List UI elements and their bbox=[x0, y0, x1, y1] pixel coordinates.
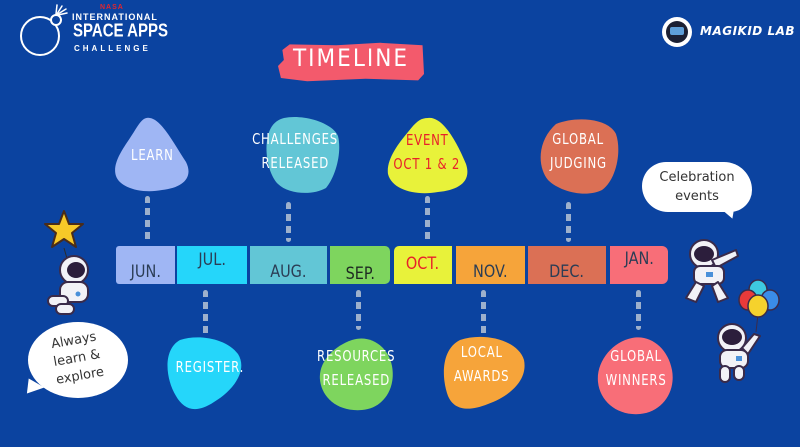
nasa-label: NASA bbox=[100, 4, 124, 11]
connector-oct bbox=[425, 196, 430, 242]
connector-jul bbox=[203, 290, 208, 336]
month-aug: AUG. bbox=[250, 246, 327, 284]
blob-event bbox=[387, 117, 468, 194]
planet-circle-icon bbox=[20, 16, 60, 56]
milestone-learn: LEARN bbox=[130, 146, 174, 164]
international-label: INTERNATIONAL bbox=[72, 12, 158, 22]
balloons-icon bbox=[738, 279, 780, 333]
month-nov: NOV. bbox=[456, 246, 525, 284]
month-oct: OCT. bbox=[394, 246, 452, 284]
connector-dec bbox=[566, 202, 571, 242]
speech-bubble-right bbox=[642, 162, 752, 212]
orbit-dot-icon bbox=[50, 14, 62, 26]
speech-bubble-left bbox=[28, 322, 128, 398]
astronaut-dabbing-icon bbox=[685, 239, 739, 303]
month-jun: JUN. bbox=[116, 246, 175, 284]
astronaut-with-star-icon bbox=[47, 248, 89, 315]
challenge-label: CHALLENGE bbox=[74, 44, 151, 53]
connector-nov bbox=[481, 290, 486, 336]
blob-register bbox=[167, 337, 242, 410]
month-sep: SEP. bbox=[330, 246, 390, 284]
blob-resources bbox=[319, 338, 393, 411]
connector-jun bbox=[145, 196, 150, 242]
blob-global-winners bbox=[597, 337, 673, 415]
magikid-lab-label: MAGIKID LAB bbox=[700, 24, 796, 38]
connector-aug bbox=[286, 202, 291, 242]
robot-screen-icon bbox=[670, 27, 684, 35]
connector-sep bbox=[356, 290, 361, 330]
blob-global-judging bbox=[540, 119, 619, 194]
connector-jan bbox=[636, 290, 641, 330]
month-jan: JAN. bbox=[610, 246, 668, 284]
star-icon bbox=[44, 210, 84, 248]
blob-challenges bbox=[266, 116, 340, 193]
blob-local-awards bbox=[443, 336, 525, 409]
month-jul: JUL. bbox=[177, 246, 247, 284]
milestone-register: REGISTER. bbox=[175, 358, 245, 376]
space-apps-label: SPACE APPS bbox=[73, 21, 169, 42]
month-dec: DEC. bbox=[528, 246, 606, 284]
page-title: TIMELINE bbox=[293, 44, 409, 72]
blob-learn bbox=[115, 117, 189, 192]
title-banner bbox=[278, 42, 424, 82]
astronaut-with-balloons-icon bbox=[717, 323, 761, 383]
